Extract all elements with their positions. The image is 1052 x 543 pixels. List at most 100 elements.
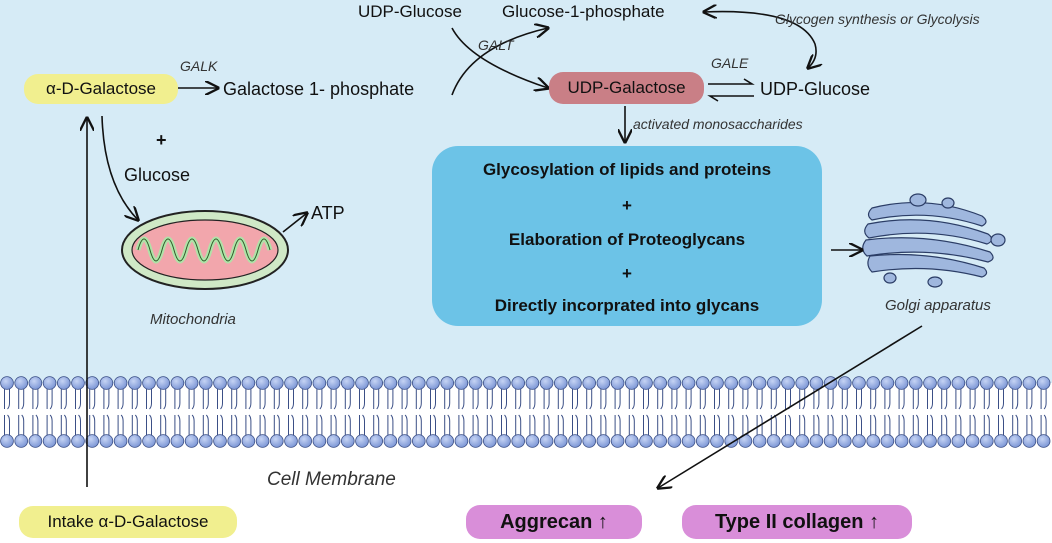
lipid-head	[766, 376, 781, 390]
lipid-head	[326, 434, 341, 448]
alpha-d-galactose-label: α-D-Galactose	[46, 79, 156, 98]
lipid-tail	[515, 389, 522, 410]
activated-monosaccharides-annotation: activated monosaccharides	[633, 116, 803, 132]
lipid-head	[866, 434, 880, 448]
lipid-head	[525, 376, 540, 390]
lipid-tail	[316, 414, 323, 435]
lipid-tail	[742, 414, 749, 435]
lipid-tail	[302, 414, 309, 435]
lipid-tail	[884, 414, 891, 435]
lipid-head	[255, 434, 270, 448]
lipid-head	[1036, 376, 1051, 390]
lipid-head	[667, 434, 682, 448]
lipid-tail	[856, 414, 862, 435]
lipid-tail	[1040, 389, 1047, 410]
lipid-tail	[217, 414, 223, 435]
lipid-head	[355, 434, 369, 448]
lipid-head	[866, 376, 880, 390]
lipid-tail	[572, 389, 578, 410]
lipid-head	[397, 434, 412, 448]
mitochondria-icon	[121, 210, 289, 290]
galt-label: GALT	[478, 37, 514, 53]
glycogen-annotation: Glycogen synthesis or Glycolysis	[775, 11, 980, 27]
lipid-head	[113, 376, 128, 390]
lipid-head	[752, 376, 767, 390]
lipid-tail	[373, 389, 380, 410]
lipid-tail	[1012, 414, 1019, 435]
lipid-head	[227, 376, 242, 390]
lipid-head	[355, 376, 369, 390]
lipid-tail	[983, 414, 990, 435]
lipid-head	[766, 434, 781, 448]
collagen-up-arrow-icon: ↑	[869, 510, 880, 533]
lipid-tail	[557, 389, 564, 410]
lipid-tail	[444, 414, 451, 435]
lipid-head	[42, 376, 57, 390]
lipid-tail	[458, 414, 465, 435]
lipid-tail	[131, 389, 138, 410]
lipid-tail	[856, 389, 862, 410]
lipid-head	[284, 376, 298, 390]
lipid-head	[795, 376, 809, 390]
lipid-head	[184, 434, 199, 448]
lipid-tail	[643, 414, 649, 435]
golgi-apparatus-icon	[862, 193, 1006, 288]
lipid-tail	[998, 414, 1004, 435]
lipid-head	[511, 376, 526, 390]
lipid-head	[156, 434, 171, 448]
lipid-tail	[501, 414, 507, 435]
alpha-d-galactose-pill: α-D-Galactose	[24, 74, 178, 104]
lipid-tail	[983, 389, 990, 410]
udp-glucose-right-label: UDP-Glucose	[760, 79, 871, 99]
lipid-head	[369, 376, 384, 390]
lipid-head	[923, 434, 937, 448]
glucose-label: Glucose	[124, 165, 191, 185]
lipid-head	[426, 434, 440, 448]
lipid-tail	[4, 414, 10, 435]
arrow-to-mitochondria	[101, 115, 138, 220]
glycosylation-box: Glycosylation of lipids and proteins + E…	[432, 146, 822, 326]
lipid-tail	[231, 389, 238, 410]
lipid-head	[894, 434, 909, 448]
lipid-head	[440, 434, 455, 448]
arrow-glycogen	[704, 12, 816, 68]
lipid-head	[951, 376, 966, 390]
lipid-head	[284, 434, 298, 448]
galactose-1-phosphate-label: Galactose 1- phosphate	[223, 79, 415, 99]
lipid-head	[213, 376, 227, 390]
lipid-tail	[373, 414, 380, 435]
lipid-head	[369, 434, 384, 448]
lipid-tail	[18, 414, 25, 435]
lipid-tail	[1012, 389, 1019, 410]
lipid-tail	[486, 389, 493, 410]
lipid-head	[482, 376, 497, 390]
lipid-tail	[430, 414, 436, 435]
lipid-head	[397, 376, 412, 390]
lipid-tail	[359, 414, 365, 435]
lipid-head	[0, 376, 14, 390]
lipid-tail	[89, 414, 96, 435]
lipid-head	[312, 376, 327, 390]
lipid-head	[14, 376, 29, 390]
lipid-tail	[146, 414, 152, 435]
lipid-head	[511, 434, 526, 448]
intake-galactose-label: Intake α-D-Galactose	[47, 512, 209, 531]
lipid-tail	[714, 389, 720, 410]
lipid-tail	[728, 414, 735, 435]
lipid-tail	[955, 389, 962, 410]
aggrecan-up-arrow-icon: ↑	[597, 510, 608, 533]
lipid-head	[468, 376, 483, 390]
lipid-head	[681, 434, 696, 448]
lipid-tail	[813, 414, 820, 435]
lipid-tail	[714, 414, 720, 435]
lipid-tail	[344, 414, 351, 435]
atp-label: ATP	[311, 203, 345, 223]
lipid-tail	[231, 414, 238, 435]
lipid-tail	[671, 414, 678, 435]
lipid-tail	[217, 389, 223, 410]
lipid-head	[738, 376, 753, 390]
lipid-tail	[841, 414, 848, 435]
lipid-tail	[117, 414, 124, 435]
lipid-tail	[586, 389, 593, 410]
lipid-tail	[18, 389, 25, 410]
